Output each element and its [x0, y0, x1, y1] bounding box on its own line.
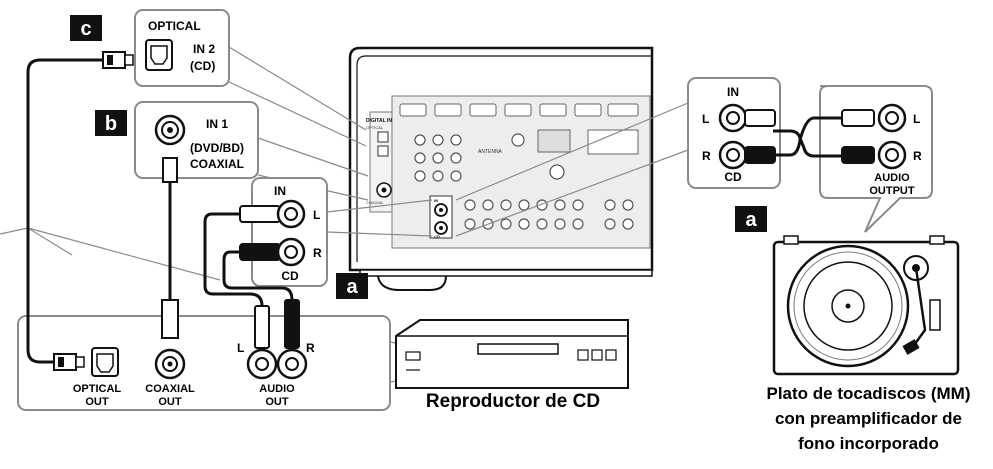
coaxial-jack-in1	[154, 114, 186, 183]
analog-cd-label: CD	[281, 269, 299, 283]
turntable-cable-bottom	[773, 116, 842, 157]
coaxial-dvdbd: (DVD/BD)	[190, 141, 244, 155]
right-in-label: IN	[727, 85, 739, 99]
output-output-label: OUTPUT	[869, 185, 915, 197]
cd-coaxial-out-1: COAXIAL	[145, 383, 195, 395]
right-r-label: R	[702, 149, 711, 163]
analog-in-label: IN	[274, 184, 286, 198]
badge-b: b	[105, 113, 117, 135]
turntable-cable-top	[773, 129, 842, 158]
optical-cable	[26, 58, 102, 364]
badge-a-left: a	[346, 276, 358, 298]
cables	[26, 58, 842, 364]
cd-audio-out-2: OUT	[265, 396, 289, 408]
badge-c: c	[80, 18, 91, 40]
label-antenna: ANTENNA	[478, 149, 503, 155]
caption-turntable-line3: fono incorporado	[798, 434, 939, 453]
output-audio-label: AUDIO	[874, 172, 910, 184]
label-panel-in: IN	[434, 198, 438, 203]
analog-l-label: L	[313, 208, 320, 222]
cd-audio-out-1: AUDIO	[259, 383, 295, 395]
callout-text: OPTICAL IN 2 (CD) IN 1 (DVD/BD) COAXIAL …	[73, 19, 922, 408]
caption-turntable-line1: Plato de tocadiscos (MM)	[766, 384, 971, 403]
analog-in-jacks	[239, 199, 306, 267]
cd-optical-out-1: OPTICAL	[73, 383, 122, 395]
label-panel-optical: OPTICAL	[366, 125, 384, 130]
label-digital-in: DIGITAL IN	[366, 118, 392, 124]
optical-cd: (CD)	[190, 59, 215, 73]
right-in-jacks	[718, 103, 776, 170]
cd-output-jacks	[53, 299, 308, 380]
cd-optical-out-2: OUT	[85, 396, 109, 408]
output-r-label: R	[913, 149, 922, 163]
cd-coaxial-out-2: OUT	[158, 396, 182, 408]
badges: c b a a	[70, 15, 767, 299]
coaxial-plug-bottom	[161, 299, 179, 339]
av-receiver: DIGITAL IN OPTICAL COAXIAL ANTENNA IN CD	[348, 46, 654, 291]
cd-audio-l: L	[237, 341, 244, 355]
turntable-output-jacks	[841, 103, 907, 170]
right-l-label: L	[702, 112, 709, 126]
badge-a-right: a	[745, 209, 757, 231]
caption-turntable-line2: con preamplificador de	[774, 409, 963, 428]
turntable	[772, 235, 960, 376]
cable-left	[203, 212, 264, 307]
optical-plug-top	[102, 39, 173, 71]
coaxial-in1: IN 1	[206, 117, 228, 131]
cd-player	[395, 319, 629, 389]
optical-title: OPTICAL	[148, 19, 201, 33]
optical-in2: IN 2	[193, 42, 215, 56]
label-panel-cd: CD	[434, 234, 440, 239]
caption-cd-player: Reproductor de CD	[425, 391, 601, 412]
cd-audio-r: R	[306, 341, 315, 355]
right-cd-label: CD	[724, 170, 742, 184]
output-l-label: L	[913, 112, 920, 126]
analog-r-label: R	[313, 246, 322, 260]
cable-right	[222, 250, 294, 301]
coaxial-label: COAXIAL	[190, 157, 244, 171]
label-panel-coaxial: COAXIAL	[366, 200, 384, 205]
